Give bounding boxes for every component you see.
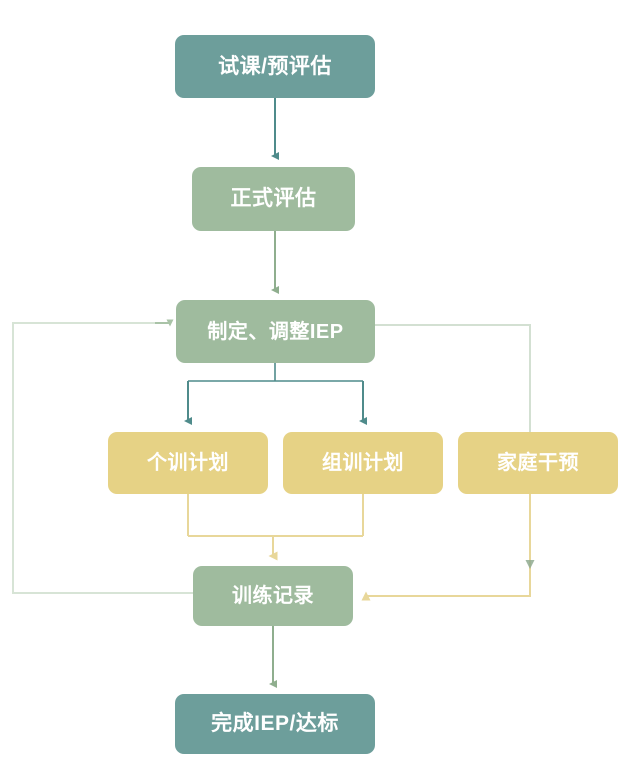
node-trial-label: 试课/预评估 bbox=[218, 54, 332, 78]
node-iep-complete[interactable]: 完成IEP/达标 bbox=[175, 694, 375, 754]
node-group-plan-label: 组训计划 bbox=[322, 452, 404, 474]
node-group-plan[interactable]: 组训计划 bbox=[283, 432, 443, 494]
edge-family-to-record bbox=[361, 494, 535, 601]
edge-iep-to-family bbox=[375, 324, 531, 432]
node-individual-plan-label: 个训计划 bbox=[147, 452, 229, 474]
edge-iep-branch bbox=[184, 363, 367, 425]
node-formal-assessment-label: 正式评估 bbox=[230, 187, 317, 211]
node-create-adjust-iep-label: 制定、调整IEP bbox=[207, 320, 344, 343]
node-formal-assessment[interactable]: 正式评估 bbox=[192, 167, 355, 231]
edge-plans-to-record bbox=[187, 494, 364, 561]
node-iep-complete-label: 完成IEP/达标 bbox=[211, 712, 339, 736]
node-individual-plan[interactable]: 个训计划 bbox=[108, 432, 268, 494]
node-create-adjust-iep[interactable]: 制定、调整IEP bbox=[176, 300, 375, 363]
node-training-record-label: 训练记录 bbox=[232, 585, 314, 607]
node-trial[interactable]: 试课/预评估 bbox=[175, 35, 375, 98]
node-training-record[interactable]: 训练记录 bbox=[193, 566, 353, 626]
node-family-intervention[interactable]: 家庭干预 bbox=[458, 432, 618, 494]
node-family-intervention-label: 家庭干预 bbox=[497, 452, 579, 474]
